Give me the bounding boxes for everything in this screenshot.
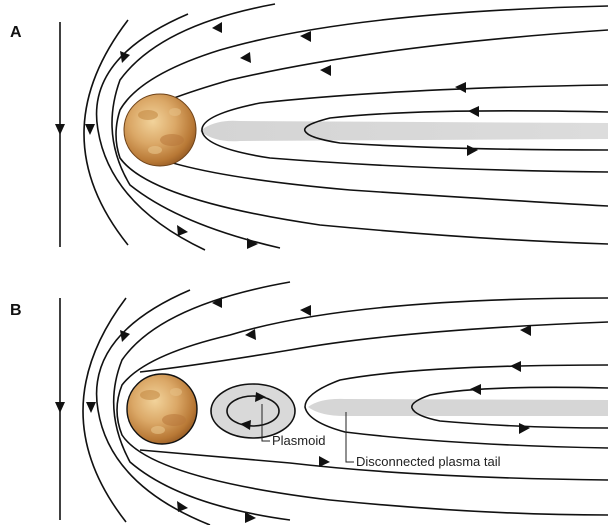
arrowhead: [86, 402, 96, 413]
plasmoid-leader: [261, 404, 270, 442]
arrowhead: [300, 31, 311, 42]
field-line-b-7: [411, 386, 608, 429]
arrowhead: [85, 124, 95, 135]
arrowhead: [245, 512, 256, 523]
arrowhead: [319, 456, 330, 467]
arrowhead: [520, 325, 531, 336]
arrowhead: [455, 82, 466, 93]
field-line-b-5: [139, 321, 608, 373]
plasmoid-label: Plasmoid: [272, 433, 325, 448]
arrowhead: [212, 297, 222, 308]
arrowhead: [245, 329, 256, 340]
field-line-b-3: [112, 281, 291, 521]
field-line-b-4: [116, 297, 608, 516]
arrowhead: [120, 330, 130, 342]
field-line-b-5b: [139, 449, 608, 481]
panel-a: A: [10, 3, 608, 251]
arrowhead: [212, 22, 222, 33]
field-line-a-6: [201, 84, 608, 173]
arrowhead: [247, 238, 258, 249]
arrowhead: [510, 361, 521, 372]
arrowhead: [177, 225, 188, 236]
arrowhead: [468, 106, 479, 117]
arrowhead: [177, 501, 188, 512]
arrowhead: [470, 384, 481, 395]
field-line-b-2: [95, 289, 211, 525]
plasma-tail-a: [200, 120, 608, 142]
panel-a-label: A: [10, 24, 22, 41]
arrowhead: [55, 402, 65, 413]
panel-b: B: [10, 281, 608, 525]
arrowhead: [300, 305, 311, 316]
plasmoid: [210, 383, 296, 439]
field-line-a-1: [83, 19, 129, 246]
field-line-a-4: [115, 5, 608, 245]
arrowhead: [55, 124, 65, 135]
arrowhead: [519, 423, 530, 434]
disconnected-plasma-tail: [308, 398, 608, 416]
arrowhead: [120, 51, 130, 63]
arrowhead: [240, 52, 251, 63]
disconnected-tail-leader: [345, 412, 354, 463]
arrowhead: [467, 145, 478, 156]
arrowhead: [320, 65, 331, 76]
field-line-b-6: [304, 364, 608, 449]
field-line-a-2: [95, 13, 206, 251]
venus-planet-icon-b: [126, 373, 198, 445]
field-line-a-7: [303, 110, 608, 151]
field-line-b-1: [82, 297, 127, 523]
field-line-a-3: [111, 3, 281, 249]
disconnected-tail-label: Disconnected plasma tail: [356, 454, 501, 469]
venus-planet-icon-a: [123, 93, 197, 167]
panel-b-label: B: [10, 302, 22, 319]
